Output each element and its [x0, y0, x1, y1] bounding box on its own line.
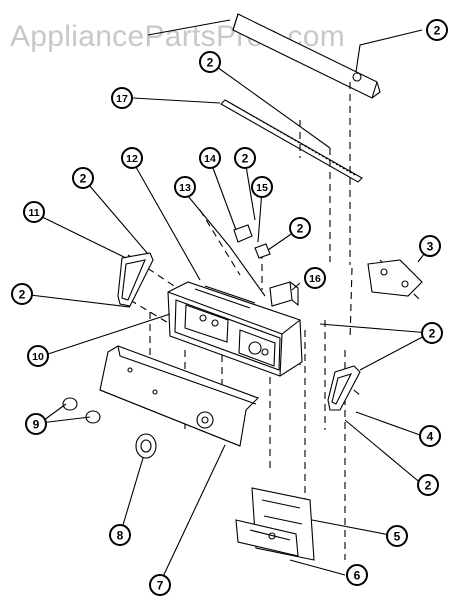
svg-text:2: 2	[207, 56, 214, 70]
knobs	[62, 397, 101, 424]
svg-text:14: 14	[204, 153, 216, 165]
callout-6: 6	[346, 564, 368, 586]
callout-2: 2	[234, 147, 256, 169]
callout-2: 2	[421, 322, 443, 344]
callout-8: 8	[109, 524, 131, 546]
svg-text:7: 7	[157, 579, 164, 593]
svg-text:16: 16	[309, 273, 321, 285]
callout-2: 2	[417, 474, 439, 496]
svg-text:9: 9	[33, 418, 40, 432]
front-bezel	[99, 345, 259, 447]
left-end-cap	[117, 252, 154, 307]
callout-5: 5	[386, 525, 408, 547]
svg-text:12: 12	[126, 153, 138, 165]
svg-text:8: 8	[117, 529, 124, 543]
svg-text:13: 13	[179, 182, 191, 194]
callout-2: 2	[426, 19, 448, 41]
svg-text:2: 2	[80, 172, 87, 186]
callout-10: 10	[27, 345, 49, 367]
rod-part	[220, 99, 363, 183]
callout-9: 9	[25, 413, 47, 435]
control-console	[167, 281, 303, 377]
right-bracket	[367, 259, 423, 297]
callout-12: 12	[121, 147, 143, 169]
callout-7: 7	[149, 574, 171, 596]
bottom-bracket	[235, 487, 315, 561]
callout-2: 2	[11, 283, 33, 305]
callout-13: 13	[174, 176, 196, 198]
callout-15: 15	[251, 176, 273, 198]
svg-text:4: 4	[427, 430, 434, 444]
svg-text:2: 2	[425, 479, 432, 493]
svg-text:2: 2	[242, 152, 249, 166]
callout-14: 14	[199, 147, 221, 169]
svg-text:15: 15	[256, 182, 268, 194]
svg-text:6: 6	[354, 569, 361, 583]
callout-2: 2	[72, 167, 94, 189]
svg-text:2: 2	[19, 288, 26, 302]
svg-text:3: 3	[427, 240, 434, 254]
svg-text:2: 2	[434, 24, 441, 38]
callout-2: 2	[199, 51, 221, 73]
right-end-cap	[327, 365, 361, 411]
switch-parts	[233, 224, 299, 307]
callouts: 2 2 17 12 14 2	[11, 19, 448, 596]
svg-text:5: 5	[394, 530, 401, 544]
leader-lines	[21, 19, 431, 584]
svg-text:2: 2	[429, 327, 436, 341]
callout-11: 11	[23, 201, 45, 223]
callout-4: 4	[419, 425, 441, 447]
callout-2: 2	[289, 217, 311, 239]
svg-text:17: 17	[116, 93, 128, 105]
callout-3: 3	[419, 235, 441, 257]
svg-text:2: 2	[297, 222, 304, 236]
top-cover	[232, 13, 381, 99]
callout-16: 16	[304, 267, 326, 289]
svg-text:10: 10	[32, 351, 44, 363]
large-knob	[135, 433, 157, 459]
svg-text:11: 11	[28, 207, 39, 219]
callout-17: 17	[111, 87, 133, 109]
